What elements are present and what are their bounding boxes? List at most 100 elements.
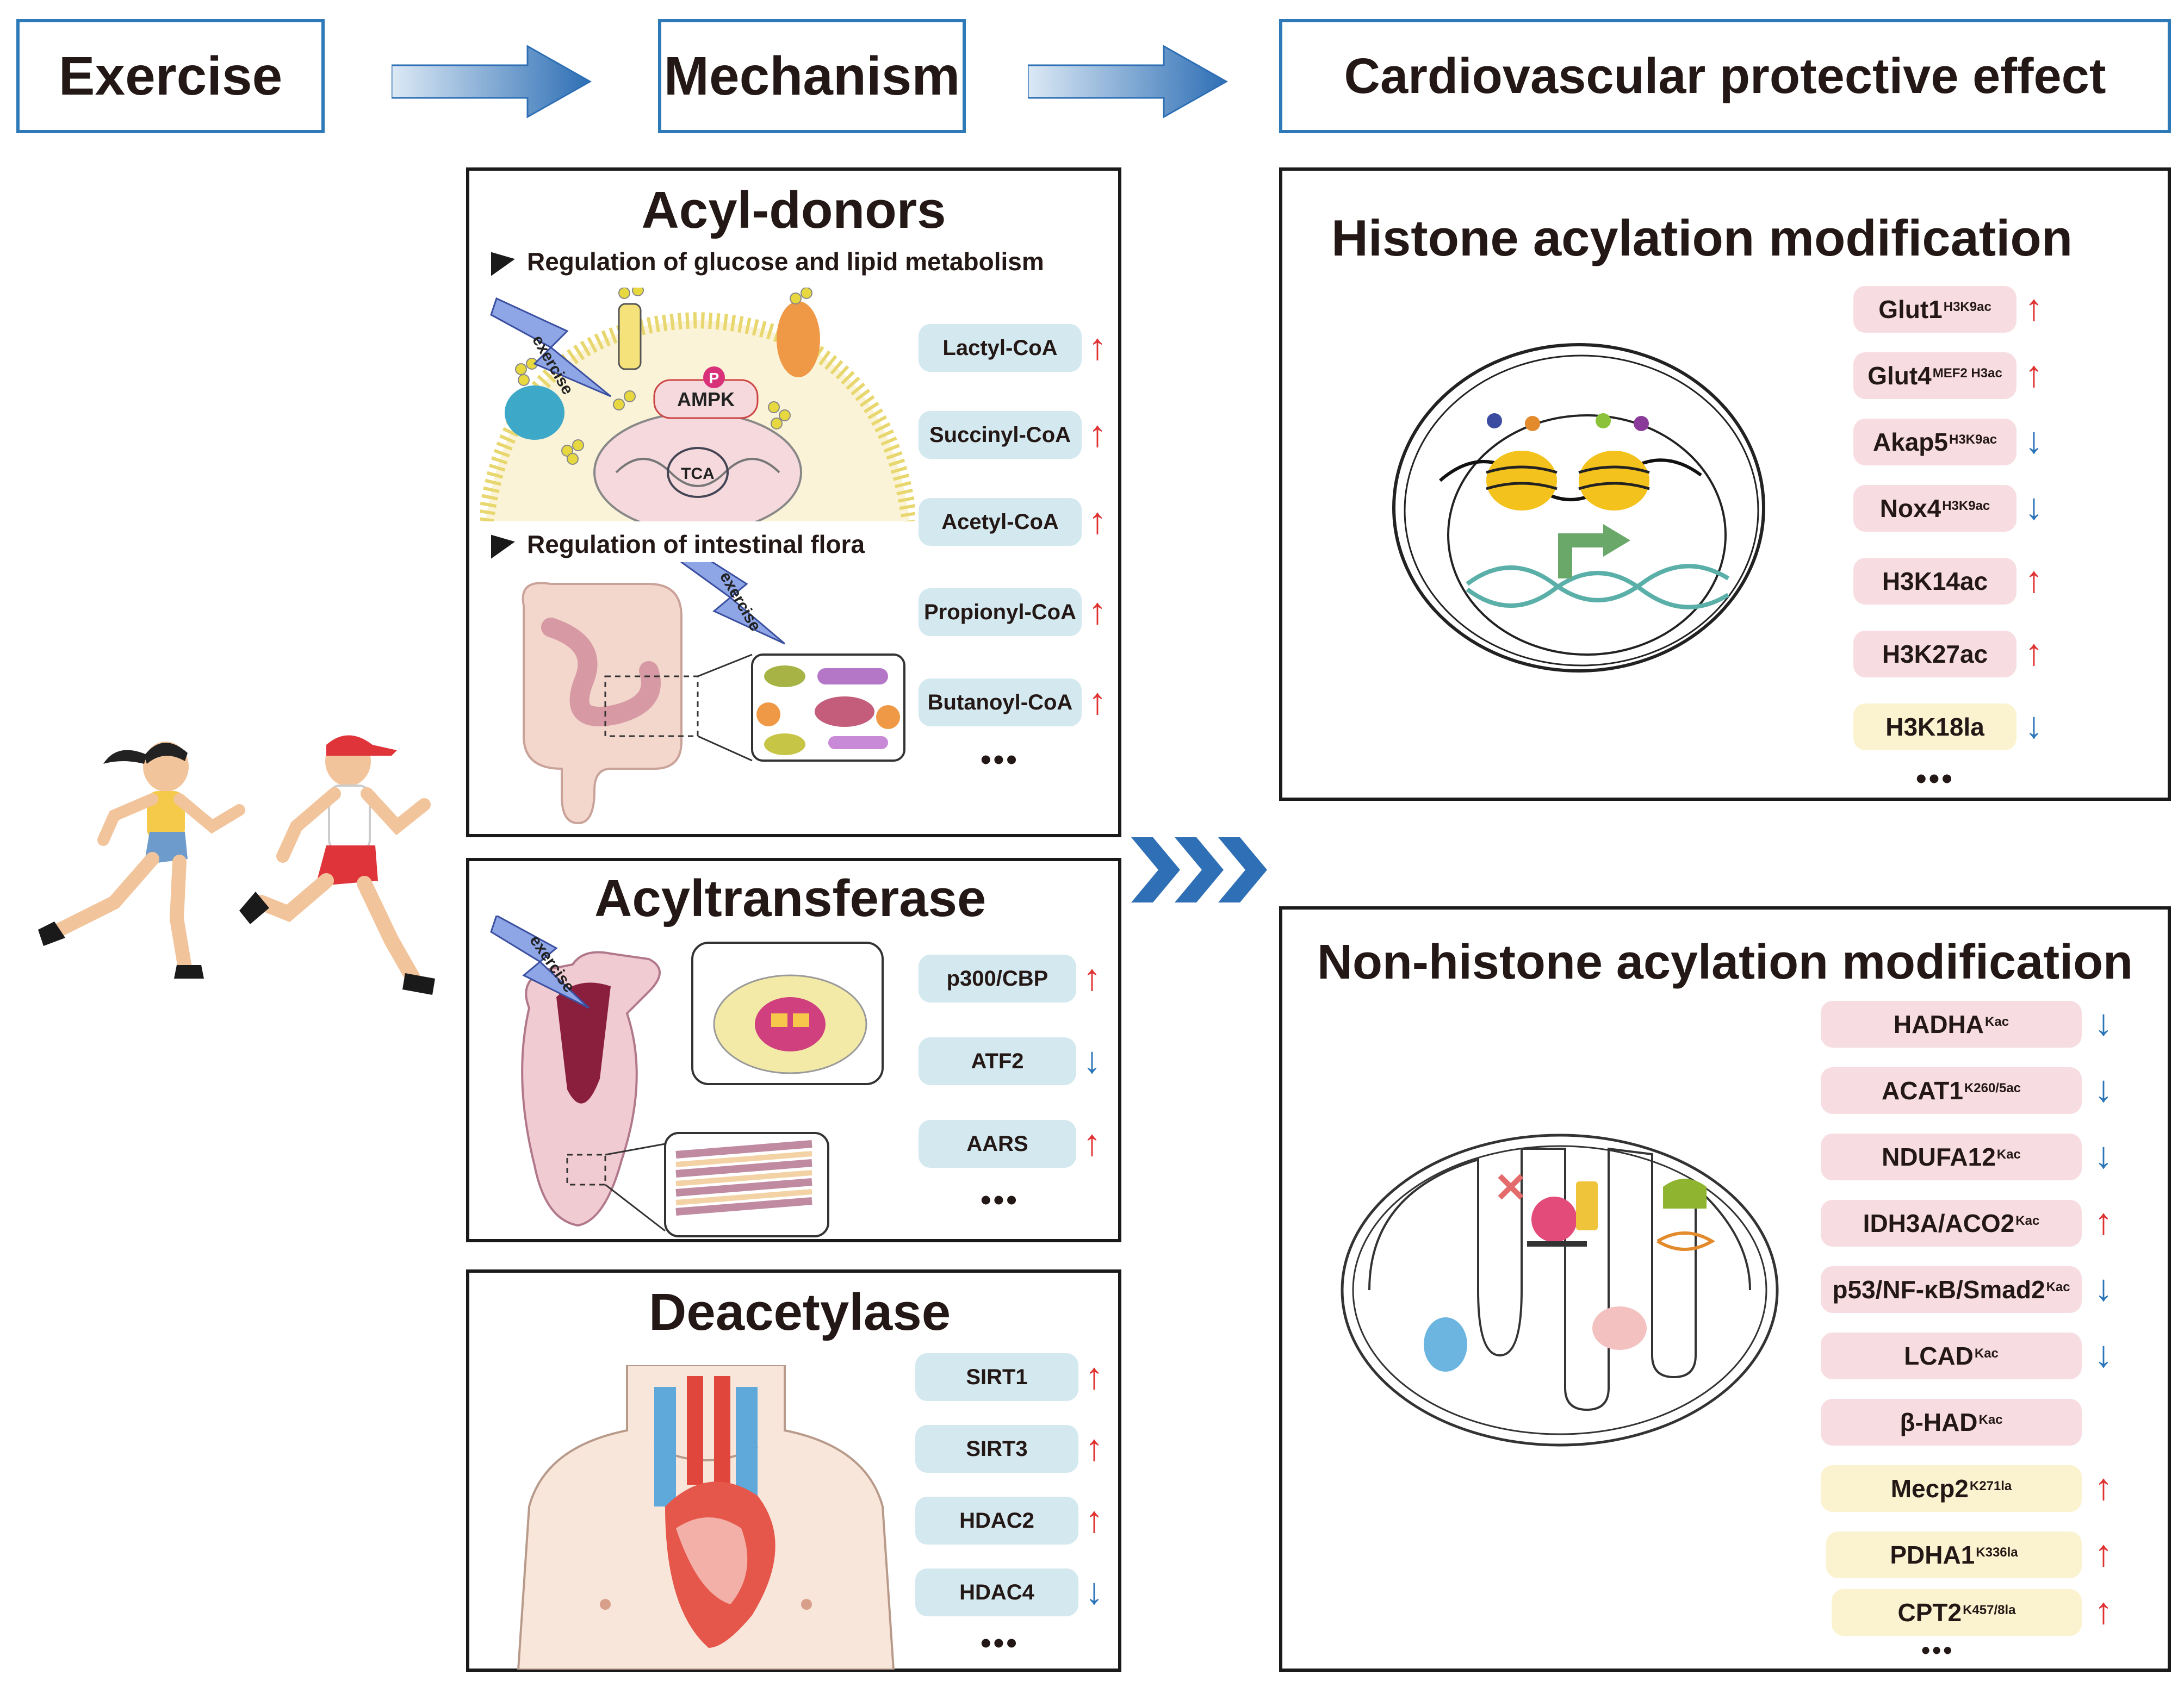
down-arrow-icon: ↓	[2094, 1267, 2113, 1309]
histone-sup: MEF2 H3ac	[1932, 366, 2002, 381]
histone-label: Glut4	[1867, 362, 1932, 390]
mechanism-header-label: Mechanism	[663, 45, 960, 107]
nonhistone-sup: Kac	[1996, 1147, 2021, 1162]
more-dots: •••	[981, 1626, 1019, 1660]
chest-heart-illustration	[517, 1365, 895, 1670]
down-arrow-icon: ↓	[2094, 1135, 2113, 1176]
deacetylase-label: HDAC2	[959, 1508, 1034, 1533]
cell-metabolism-illustration: TCA AMPK P exercise	[480, 288, 915, 521]
down-arrow-icon: ↓	[1085, 1571, 1103, 1612]
nonhistone-label: Mecp2	[1890, 1474, 1969, 1503]
up-arrow-icon: ↑	[1088, 413, 1107, 455]
down-arrow-icon: ↓	[2025, 705, 2043, 746]
glucose-lipid-subtitle-text: Regulation of glucose and lipid metaboli…	[527, 247, 1044, 276]
acyl-donor-label: Acetyl-CoA	[941, 509, 1059, 534]
acyltransferase-pill: p300/CBP	[919, 955, 1076, 1003]
phospho-label: P	[709, 370, 719, 387]
down-arrow-icon: ↓	[2094, 1334, 2113, 1375]
woman-runner	[38, 742, 245, 979]
up-arrow-icon: ↑	[2094, 1201, 2113, 1242]
deacetylase-pill: SIRT3	[915, 1425, 1078, 1473]
deacetylase-panel: Deacetylase SIRT1 ↑ SIRT3 ↑ HDAC2 ↑ HDAC…	[466, 1269, 1121, 1672]
more-dots: •••	[981, 1182, 1019, 1217]
down-arrow-icon: ↓	[2025, 486, 2043, 527]
glucose-lipid-subtitle: Regulation of glucose and lipid metaboli…	[491, 247, 1044, 276]
man-runner	[239, 735, 435, 995]
up-arrow-icon: ↑	[2094, 1590, 2113, 1632]
up-arrow-icon: ↑	[1085, 1355, 1103, 1397]
deacetylase-label: SIRT1	[966, 1365, 1028, 1389]
deacetylase-label: SIRT3	[966, 1436, 1028, 1461]
nonhistone-sup: K336la	[1976, 1545, 2018, 1560]
nonhistone-label: β-HAD	[1900, 1408, 1978, 1436]
up-arrow-icon: ↑	[2025, 287, 2043, 328]
up-arrow-icon: ↑	[2025, 632, 2043, 673]
up-arrow-icon: ↑	[2094, 1533, 2113, 1574]
acyltransferase-panel: Acyltransferase exercise p300/CBP ↑ ATF2…	[466, 858, 1121, 1242]
nonhistone-sup: K457/8la	[1963, 1603, 2016, 1617]
histone-title: Histone acylation modification	[1331, 209, 2073, 266]
nonhistone-sup: Kac	[2015, 1213, 2040, 1228]
heart-cell-illustration: exercise	[490, 916, 884, 1237]
up-arrow-icon: ↑	[1088, 500, 1107, 541]
acyltransferase-pill: AARS	[919, 1120, 1076, 1168]
header-arrow-1	[392, 45, 592, 119]
acyltransferase-title: Acyltransferase	[594, 869, 986, 927]
intestinal-flora-subtitle-text: Regulation of intestinal flora	[527, 530, 865, 558]
acyltransferase-label: p300/CBP	[946, 966, 1048, 991]
exercise-tag-2: exercise	[716, 569, 765, 634]
histone-pill: H3K14ac	[1853, 558, 2017, 605]
acyl-donor-pill: Succinyl-CoA	[919, 411, 1082, 459]
nonhistone-sup: K260/5ac	[1964, 1081, 2021, 1095]
nonhistone-label: PDHA1	[1890, 1541, 1975, 1569]
nonhistone-label: HADHA	[1893, 1010, 1984, 1038]
chevron-arrows	[1131, 837, 1267, 902]
nonhistone-sup: Kac	[1985, 1014, 2009, 1029]
acyl-donors-title: Acyl-donors	[641, 181, 946, 239]
effect-header-label: Cardiovascular protective effect	[1344, 48, 2106, 104]
acyltransferase-label: ATF2	[971, 1049, 1024, 1073]
intestine-illustration: exercise	[522, 562, 905, 825]
histone-pill: H3K27ac	[1853, 631, 2017, 677]
deacetylase-label: HDAC4	[959, 1580, 1034, 1604]
runners-illustration	[38, 735, 435, 995]
up-arrow-icon: ↑	[1085, 1427, 1103, 1468]
nonhistone-panel: Non-histone acylation modification HADHA…	[1279, 906, 2171, 1672]
up-arrow-icon: ↑	[2094, 1466, 2113, 1508]
down-arrow-icon: ↓	[1083, 1039, 1101, 1081]
acyl-donor-pill: Butanoyl-CoA	[919, 678, 1082, 726]
nonhistone-label: IDH3A/ACO2	[1863, 1209, 2015, 1237]
nucleus-illustration	[1392, 343, 1765, 673]
tca-label: TCA	[681, 465, 715, 483]
nonhistone-sup: Kac	[2046, 1280, 2070, 1294]
nonhistone-label: p53/NF-κB/Smad2	[1832, 1275, 2045, 1304]
histone-sup: H3K9ac	[1942, 499, 1990, 513]
histone-label: H3K27ac	[1882, 640, 1988, 668]
up-arrow-icon: ↑	[1083, 957, 1101, 998]
histone-label: Akap5	[1872, 428, 1948, 456]
down-arrow-icon: ↓	[2094, 1002, 2113, 1043]
down-arrow-icon: ↓	[2025, 420, 2043, 461]
nonhistone-label: CPT2	[1897, 1598, 1962, 1627]
acyl-donor-label: Propionyl-CoA	[924, 600, 1076, 624]
more-dots: •••	[981, 742, 1019, 776]
exercise-header: Exercise	[16, 19, 325, 133]
acyltransferase-pill: ATF2	[919, 1037, 1076, 1085]
nonhistone-label: LCAD	[1904, 1342, 1974, 1370]
effect-header: Cardiovascular protective effect	[1279, 19, 2171, 133]
acyl-donors-panel: Acyl-donors Regulation of glucose and li…	[466, 167, 1121, 837]
nonhistone-label: NDUFA12	[1882, 1143, 1996, 1171]
up-arrow-icon: ↑	[2025, 559, 2043, 600]
acyltransferase-label: AARS	[966, 1131, 1028, 1156]
